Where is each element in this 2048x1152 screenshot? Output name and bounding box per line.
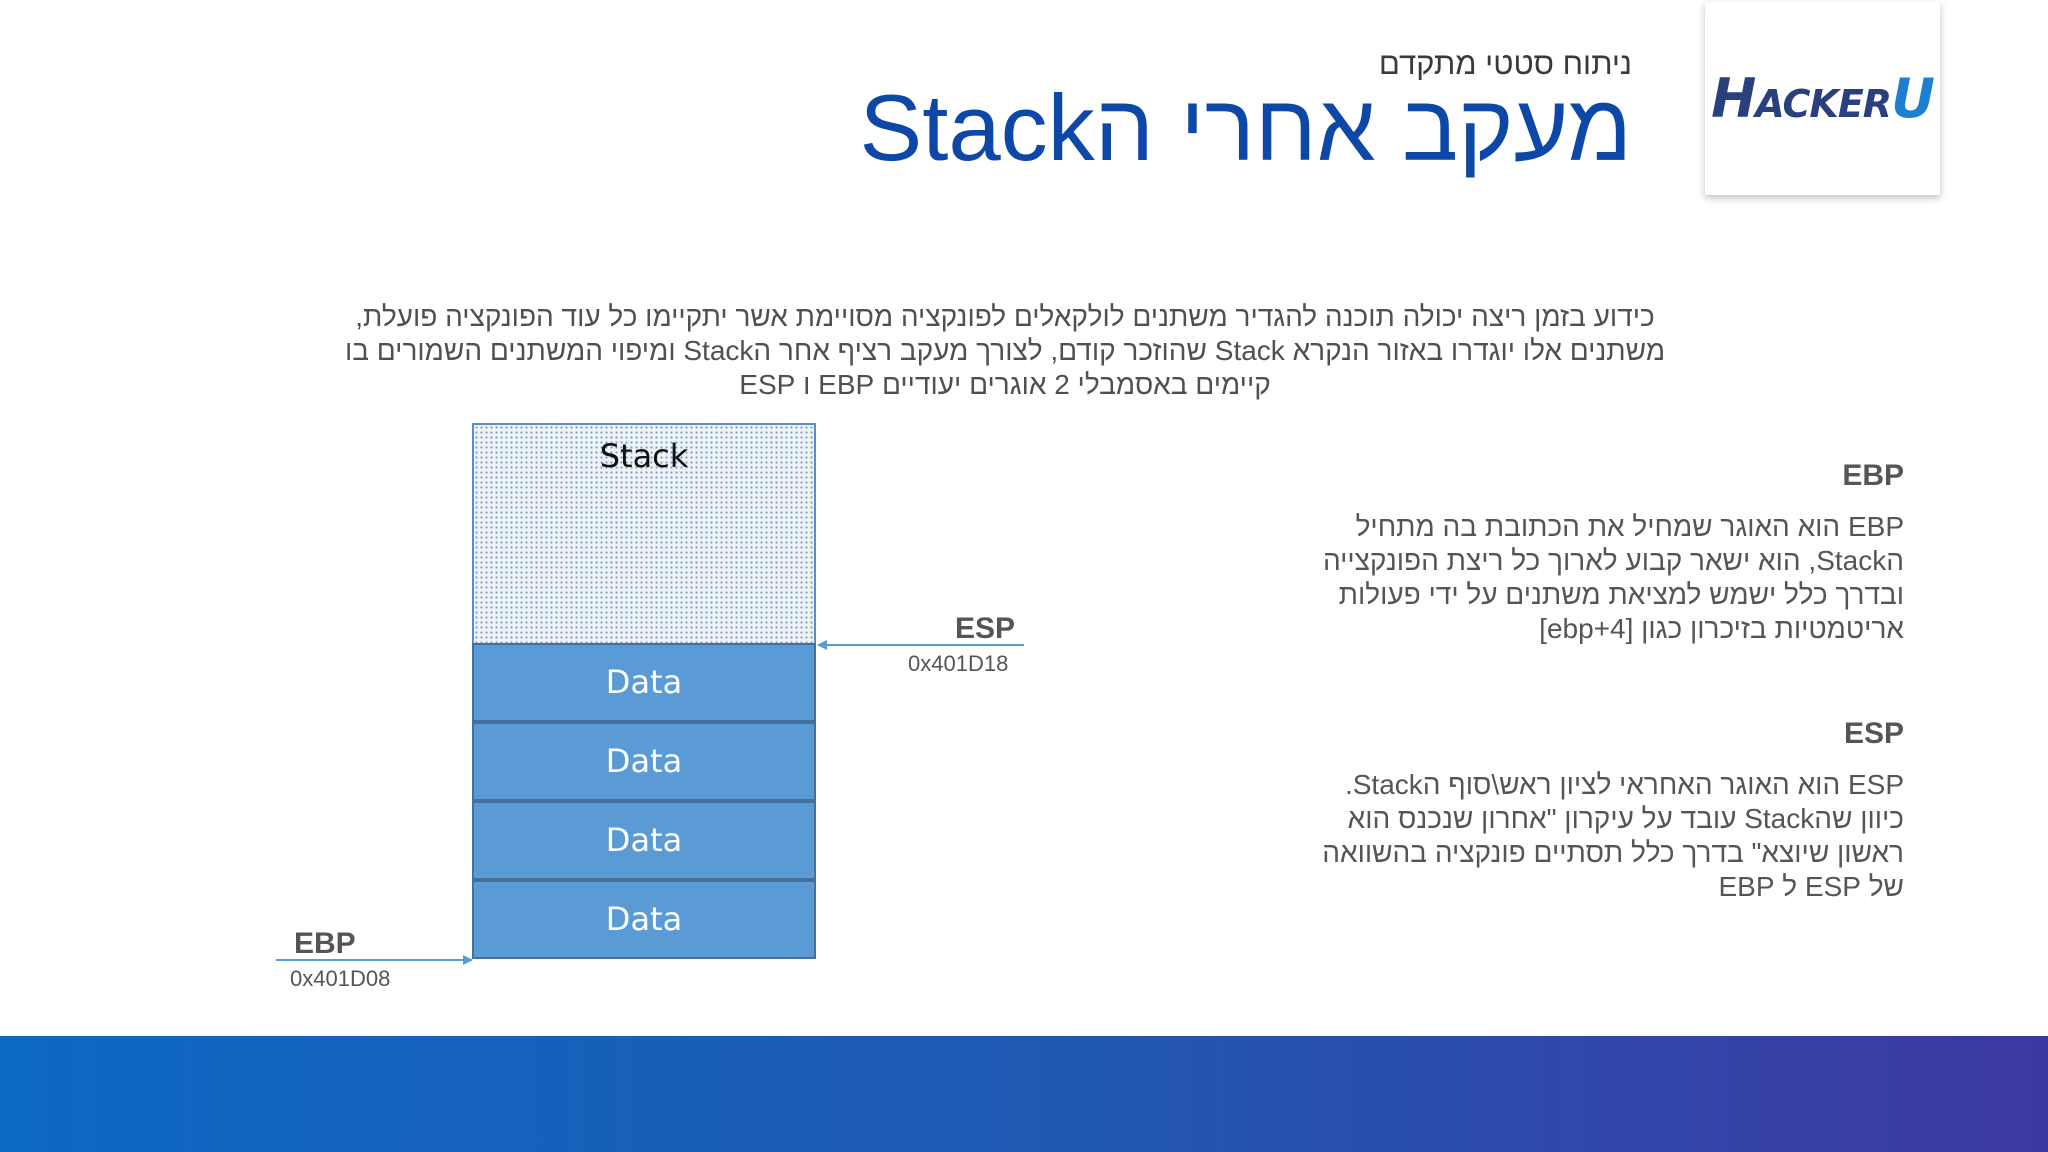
slide-title: מעקב אחרי הStack — [859, 75, 1632, 180]
esp-address: 0x401D18 — [908, 651, 1009, 676]
ebp-address: 0x401D08 — [290, 966, 391, 991]
slide-subtitle: ניתוח סטטי מתקדם — [1378, 46, 1632, 81]
stack-data-block: Data — [472, 801, 816, 880]
esp-section-heading: ESP — [1843, 717, 1904, 750]
ebp-desc-line: הStack, הוא ישאר קבוע לארוך כל ריצת הפונ… — [1322, 545, 1904, 576]
stack-label: Stack — [599, 437, 689, 475]
esp-desc-line: ESP הוא האוגר האחראי לציון ראש\סוף הStac… — [1344, 769, 1904, 800]
esp-desc-line: של ESP ל EBP — [1718, 871, 1904, 902]
footer-band — [0, 1036, 2048, 1152]
esp-desc-line: כיוון שהStack עובד על עיקרון "אחרון שנכנ… — [1347, 803, 1904, 834]
stack-data-block: Data — [472, 722, 816, 801]
ebp-section-heading: EBP — [1842, 459, 1904, 492]
ebp-desc-line: אריטמטיות בזיכרון כגון [ebp+4] — [1539, 613, 1904, 644]
esp-pointer-label: ESP — [955, 612, 1016, 645]
intro-line-3: קיימים באסמבלי 2 אוגרים יעודיים EBP ו ES… — [739, 369, 1271, 400]
logo-text: HACKERU — [1711, 67, 1935, 130]
ebp-pointer-label: EBP — [294, 927, 356, 960]
ebp-section-body: EBP הוא האוגר שמחיל את הכתובת בה מתחיל ה… — [1264, 510, 1904, 646]
esp-section-body: ESP הוא האוגר האחראי לציון ראש\סוף הStac… — [1264, 768, 1904, 904]
intro-line-1: כידוע בזמן ריצה יכולה תוכנה להגדיר משתני… — [355, 301, 1655, 332]
stack-data-block: Data — [472, 643, 816, 722]
esp-desc-line: ראשון שיוצא" בדרך כלל תסתיים פונקציה בהש… — [1322, 837, 1904, 868]
stack-free-region: Stack — [472, 423, 816, 643]
stack-data-block: Data — [472, 880, 816, 959]
intro-paragraph: כידוע בזמן ריצה יכולה תוכנה להגדיר משתני… — [280, 300, 1730, 402]
hackeru-logo: HACKERU — [1705, 2, 1940, 195]
ebp-desc-line: ובדרך כלל ישמש למציאת משתנים על ידי פעול… — [1338, 579, 1904, 610]
ebp-desc-line: EBP הוא האוגר שמחיל את הכתובת בה מתחיל — [1355, 511, 1904, 542]
intro-line-2: משתנים אלו יוגדרו באזור הנקרא Stack שהוז… — [344, 335, 1666, 366]
